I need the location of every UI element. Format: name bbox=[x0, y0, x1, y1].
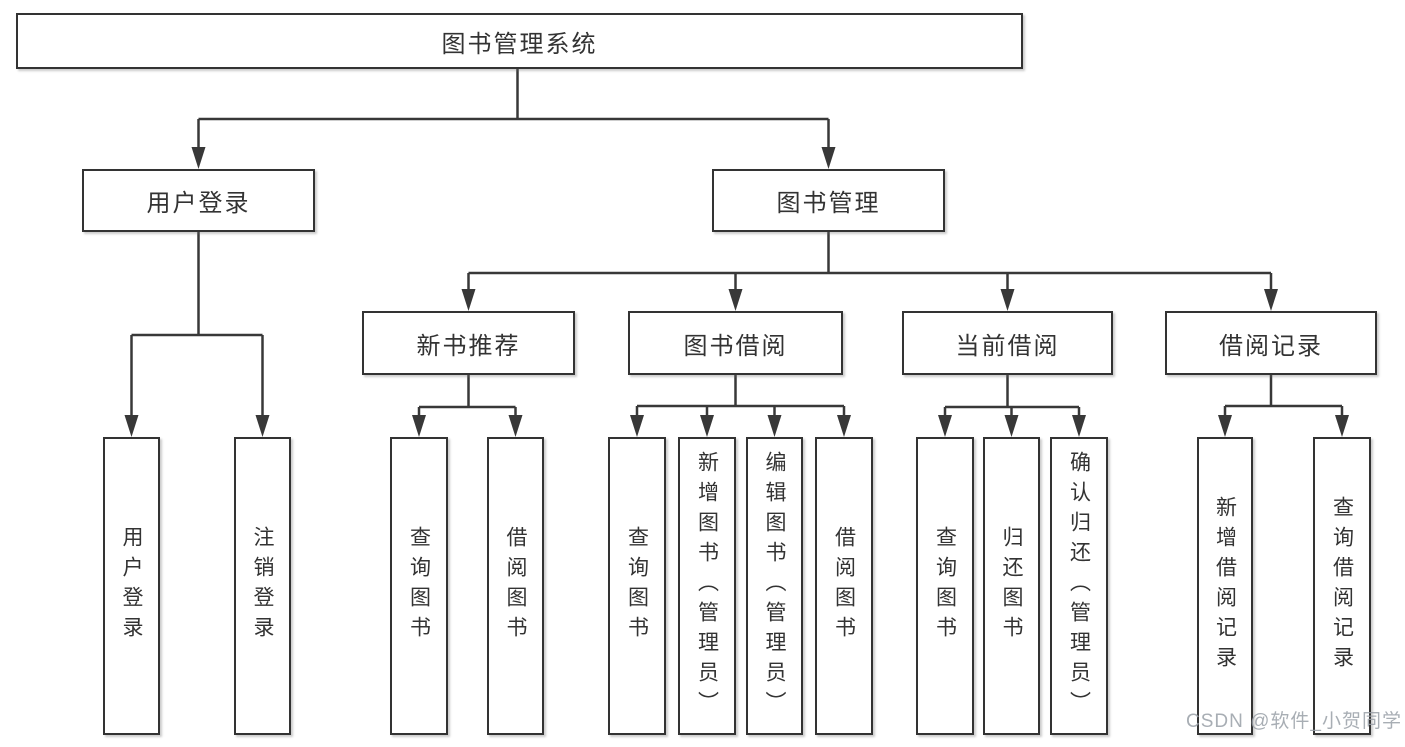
node-label: 图书借阅 bbox=[683, 332, 788, 360]
leaf-borrow-edit-book-admin: 编辑图书（管理员） bbox=[746, 437, 803, 735]
leaf-recommend-query-book: 查询图书 bbox=[390, 437, 448, 735]
leaf-label: 查询借阅记录 bbox=[1330, 496, 1354, 676]
leaf-user-login: 用户登录 bbox=[103, 437, 160, 735]
leaf-current-return-book: 归还图书 bbox=[983, 437, 1040, 735]
leaf-current-query-book: 查询图书 bbox=[916, 437, 974, 735]
leaf-label: 查询图书 bbox=[407, 526, 431, 646]
node-current-borrow: 当前借阅 bbox=[902, 311, 1113, 375]
node-label: 新书推荐 bbox=[416, 332, 521, 360]
leaf-borrow-add-book-admin: 新增图书（管理员） bbox=[678, 437, 736, 735]
leaf-borrow-borrow-book: 借阅图书 bbox=[815, 437, 873, 735]
leaf-label: 新增借阅记录 bbox=[1213, 496, 1237, 676]
node-label: 图书管理系统 bbox=[441, 30, 598, 58]
node-user-login: 用户登录 bbox=[82, 169, 315, 232]
leaf-label: 借阅图书 bbox=[504, 526, 527, 646]
leaf-label: 查询图书 bbox=[933, 526, 957, 646]
node-label: 用户登录 bbox=[146, 190, 251, 217]
leaf-recommend-borrow-book: 借阅图书 bbox=[487, 437, 544, 735]
leaf-records-query-record: 查询借阅记录 bbox=[1313, 437, 1371, 735]
leaf-logout: 注销登录 bbox=[234, 437, 291, 735]
leaf-current-confirm-return-admin: 确认归还（管理员） bbox=[1050, 437, 1108, 735]
node-label: 借阅记录 bbox=[1219, 332, 1323, 360]
leaf-records-add-record: 新增借阅记录 bbox=[1197, 437, 1253, 735]
node-book-management: 图书管理 bbox=[712, 169, 945, 232]
leaf-label: 确认归还（管理员） bbox=[1067, 451, 1091, 721]
node-new-book-recommend: 新书推荐 bbox=[362, 311, 575, 375]
leaf-label: 用户登录 bbox=[120, 526, 143, 646]
node-book-borrow: 图书借阅 bbox=[628, 311, 843, 375]
leaf-label: 新增图书（管理员） bbox=[695, 451, 719, 721]
leaf-label: 借阅图书 bbox=[832, 526, 856, 646]
leaf-label: 注销登录 bbox=[251, 526, 274, 646]
connector-paths bbox=[130, 69, 1344, 420]
node-label: 当前借阅 bbox=[955, 332, 1060, 360]
leaf-borrow-query-book: 查询图书 bbox=[608, 437, 666, 735]
leaf-label: 归还图书 bbox=[1000, 526, 1023, 646]
node-label: 图书管理 bbox=[776, 190, 881, 217]
node-library-management-system: 图书管理系统 bbox=[16, 13, 1023, 69]
csdn-watermark: CSDN @软件_小贺同学 bbox=[1186, 711, 1402, 732]
arrowhead-icons bbox=[124, 147, 1349, 437]
leaf-label: 查询图书 bbox=[625, 526, 649, 646]
leaf-label: 编辑图书（管理员） bbox=[763, 451, 786, 721]
node-borrow-records: 借阅记录 bbox=[1165, 311, 1377, 375]
